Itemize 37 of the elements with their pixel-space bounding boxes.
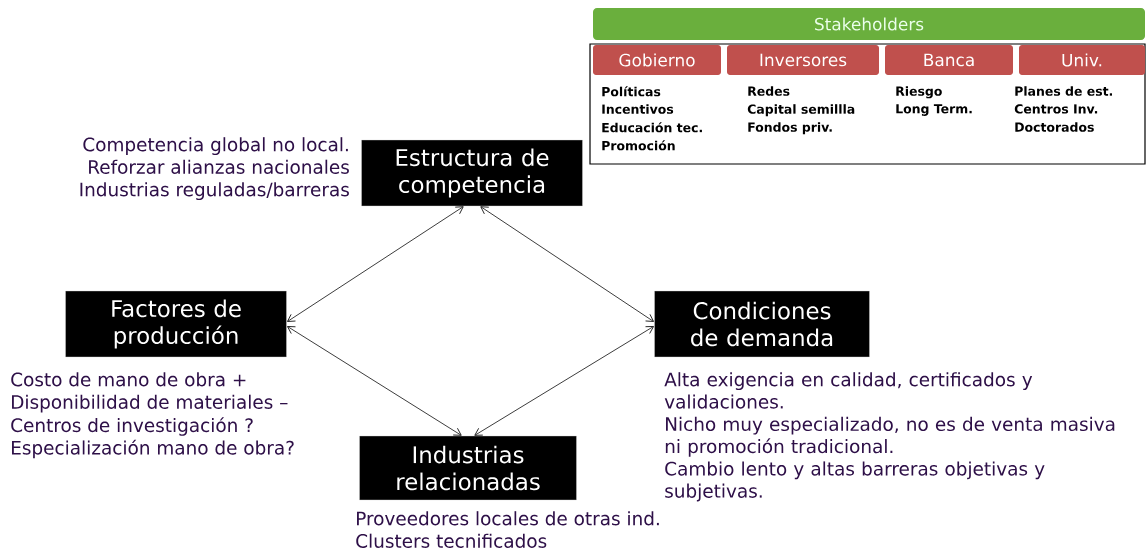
note-text: Industrias reguladas/barreras bbox=[80, 182, 349, 201]
process-box: Industrias relacionadas bbox=[359, 435, 577, 501]
process-box: Estructura de competencia bbox=[361, 139, 583, 207]
note-text: Disponibilidad de materiales – bbox=[12, 394, 288, 413]
note-text: Costo de mano de obra + bbox=[11, 372, 246, 387]
cell-text: Doctorados bbox=[1015, 122, 1094, 132]
column-header: Gobierno bbox=[593, 45, 721, 75]
note-text: Nicho muy especializado, no es de venta masiva ni promoción tradicional. bbox=[665, 416, 1115, 457]
cell-text: Promoción bbox=[602, 140, 675, 151]
cell-text: Capital semillla bbox=[747, 104, 855, 117]
note-text: Centros de investigación ? bbox=[11, 417, 253, 436]
arrow bbox=[474, 326, 654, 436]
header-bar: Stakeholders bbox=[593, 8, 1145, 40]
process-box: Factores de producción bbox=[65, 290, 287, 358]
note-text: Alta exigencia en calidad, certificados y validaciones. bbox=[664, 372, 1033, 409]
cell-text: Riesgo bbox=[896, 86, 942, 99]
note-text: Cambio lento y altas barreras objetivas y subjetivas. bbox=[665, 461, 1045, 502]
process-box: Condiciones de demanda bbox=[654, 290, 870, 358]
note-text: Proveedores locales de otras ind. bbox=[357, 511, 659, 526]
note-text: Reforzar alianzas nacionales bbox=[89, 159, 349, 174]
note-text: Competencia global no local. bbox=[83, 137, 348, 156]
cell-text: Educación tec. bbox=[602, 122, 702, 133]
cell-text: Redes bbox=[748, 86, 790, 96]
arrow bbox=[287, 206, 464, 322]
column-header: Inversores bbox=[727, 45, 879, 75]
arrow bbox=[287, 326, 462, 436]
arrow bbox=[480, 206, 655, 322]
cell-text: Incentivos bbox=[602, 104, 674, 114]
note-text: Especialización mano de obra? bbox=[12, 439, 294, 459]
note-text: Clusters tecnificados bbox=[356, 533, 547, 548]
column-header: Banca bbox=[885, 45, 1013, 75]
cell-text: Políticas bbox=[602, 86, 661, 97]
column-header: Univ. bbox=[1019, 45, 1145, 75]
cell-text: Centros Inv. bbox=[1014, 104, 1098, 114]
cell-text: Planes de est. bbox=[1015, 86, 1112, 96]
cell-text: Fondos priv. bbox=[748, 122, 832, 135]
cell-text: Long Term. bbox=[896, 104, 972, 116]
